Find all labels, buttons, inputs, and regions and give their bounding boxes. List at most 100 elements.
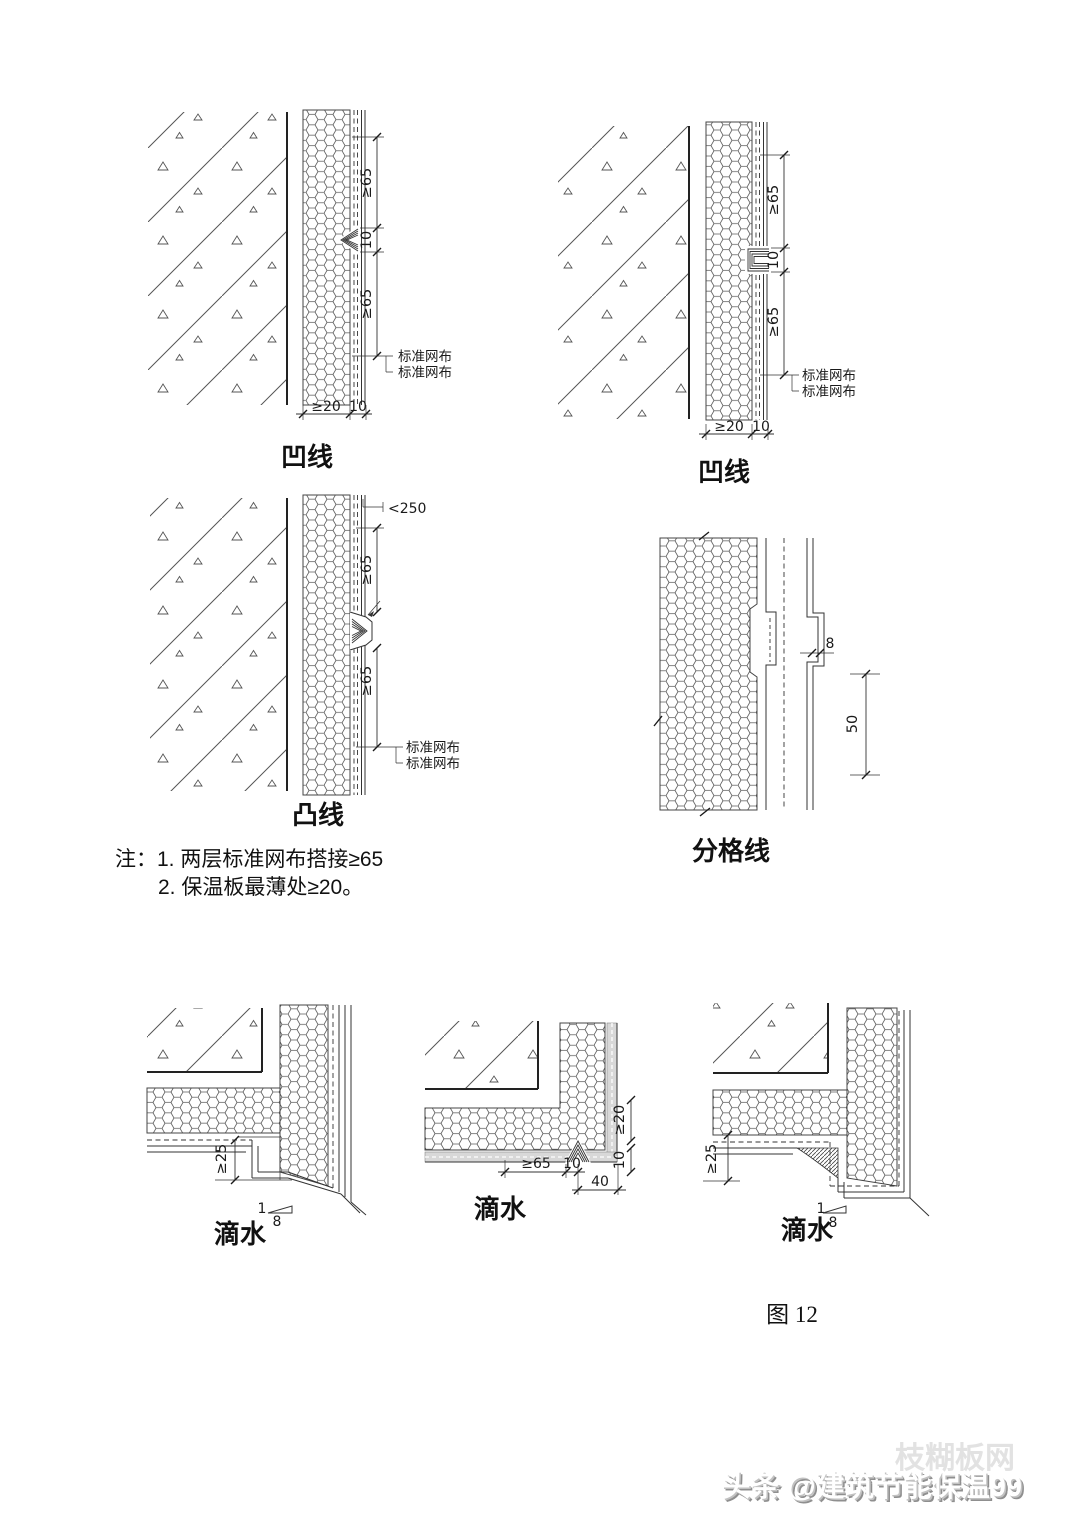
insulation-board-horizontal: [712, 1089, 848, 1136]
concrete-slab: [713, 1003, 828, 1073]
dim-label-board: ≥20: [311, 399, 341, 415]
figure-caption: 图 12: [766, 1302, 818, 1327]
extension-lines: [356, 499, 403, 764]
dimension-lines: [498, 1171, 626, 1191]
slope-rise-label: 1: [258, 1201, 267, 1217]
detail-drip-right: ≥25 1 8 滴水: [703, 1003, 930, 1245]
dim-label-top: ≥65: [766, 185, 782, 216]
side-dim-ticks: [626, 1095, 636, 1177]
joint-bump-outline: [349, 611, 373, 651]
concrete-slab: [425, 1021, 538, 1089]
joint-groove-mesh: [747, 248, 769, 272]
finish-coat-wrap: [837, 1010, 930, 1217]
dimension-lines: [296, 137, 378, 415]
slope-run-label: 8: [829, 1215, 838, 1231]
dim-label-top: ≥65: [359, 168, 375, 199]
dim-label-lap: ≥65: [521, 1156, 551, 1172]
diagram-caption: 凸线: [292, 800, 344, 830]
dim-label-bottom: ≥65: [766, 307, 782, 338]
diagram-caption: 滴水: [781, 1215, 834, 1245]
depth-dim-ticks: [807, 648, 825, 658]
dimension-ticks: [372, 523, 382, 752]
watermark: 枝糊板网 头条 @建筑节能保温99 头条 @建筑节能保温99 头条 @建筑节能保…: [721, 1442, 1025, 1506]
dim-label-spacing: <250: [388, 501, 426, 517]
slope-triangle: [267, 1205, 293, 1214]
mesh-label-1: 标准网布: [802, 368, 856, 383]
drawing-notes: 注：1. 两层标准网布搭接≥65 2. 保温板最薄处≥20。: [115, 848, 383, 899]
dimension-ticks: [500, 1167, 623, 1195]
dim-label-bottom: ≥65: [359, 289, 375, 320]
mesh-layer-dashed: [353, 110, 358, 405]
joint-arrow-head: [368, 611, 374, 617]
insulation-board-vertical: [279, 1004, 329, 1187]
diagram-caption: 分格线: [692, 836, 770, 866]
finish-coat-left: [713, 1147, 797, 1155]
detail-convex-line: <250 ≥65 ≥65 标准网布 标准网布 凸线: [150, 494, 460, 830]
dim-label-edge: ≥25: [214, 1144, 230, 1175]
dim-label-width: 40: [591, 1174, 609, 1190]
mesh-label-2: 标准网布: [398, 365, 452, 380]
concrete-wall: [558, 126, 688, 419]
finish-coat-line-2: [812, 538, 825, 810]
slope-triangle: [822, 1205, 847, 1214]
joint-bump-mesh: [351, 618, 368, 644]
insulation-board: [659, 537, 758, 811]
width-dim-ticks: [861, 669, 871, 780]
watermark-faint-text: 枝糊板网: [895, 1442, 1015, 1475]
note-line-2: 2. 保温板最薄处≥20。: [158, 876, 363, 899]
dim-label-coat: 10: [752, 419, 770, 435]
dim-label-board: ≥20: [612, 1105, 628, 1136]
dimension-lines: [699, 155, 785, 435]
insulation-board-horizontal: [146, 1087, 281, 1134]
break-marks: [653, 531, 711, 817]
diagram-caption: 滴水: [214, 1219, 267, 1249]
concrete-wall: [148, 112, 286, 405]
mesh-layer-dashed: [353, 495, 358, 795]
width-dim-ends: [850, 673, 880, 776]
joint-arrow-line: [367, 600, 381, 616]
detail-division-line: 8 50 分格线: [653, 531, 880, 866]
mesh-label-1: 标准网布: [398, 349, 452, 364]
mesh-label-1: 标准网布: [406, 740, 460, 755]
insulation-board-l: [424, 1022, 606, 1151]
joint-groove-mesh: [340, 228, 359, 252]
base-coat-line: [765, 538, 777, 810]
dim-label-board: ≥20: [714, 419, 744, 435]
detail-drip-left: ≥25 1 8 滴水: [146, 1004, 367, 1249]
dim-label-width: 50: [845, 715, 861, 733]
dim-label-top: ≥65: [359, 555, 375, 586]
detail-concave-line-right: ≥65 10 ≥65 ≥20 10 标准网布 标准网布 凹线: [558, 121, 856, 487]
finish-coat-line-1: [806, 538, 819, 810]
detail-concave-line-left: ≥65 10 ≥65 ≥20 10 标准网布 标准网布 凹线: [148, 109, 452, 472]
extension-lines: [215, 1136, 292, 1181]
edge-dim-ticks: [723, 1130, 733, 1186]
dim-label-coat: 10: [349, 399, 367, 415]
extension-lines: [302, 136, 393, 420]
mesh-label-2: 标准网布: [802, 384, 856, 399]
insulation-board: [302, 109, 351, 406]
dim-label-coat: 10: [612, 1151, 628, 1169]
dim-label-edge: ≥25: [704, 1144, 720, 1175]
joint-groove-cut: [745, 246, 769, 274]
dim-label-bottom: ≥65: [359, 666, 375, 697]
slope-rise-label: 1: [817, 1201, 826, 1217]
insulation-board: [302, 494, 351, 796]
finish-strip-right: [606, 1022, 618, 1163]
diagram-caption: 滴水: [474, 1194, 527, 1224]
concrete-slab: [147, 1008, 262, 1072]
detail-drip-middle: ≥65 10 40 ≥20 10 滴水: [424, 1021, 636, 1224]
watermark-shadow-text-2: 头条 @建筑节能保温99: [723, 1472, 1024, 1505]
extension-lines: [504, 1160, 619, 1195]
concrete-wall: [150, 498, 286, 791]
slab-face-lines: [713, 1003, 829, 1074]
dim-label-joint: 10: [359, 231, 375, 249]
dim-label-depth: 8: [826, 636, 835, 652]
watermark-shadow-text: 头条 @建筑节能保温99: [724, 1473, 1025, 1506]
note-line-1: 注：1. 两层标准网布搭接≥65: [115, 848, 383, 871]
edge-dim-ticks: [230, 1135, 240, 1185]
dimension-ticks: [701, 150, 789, 439]
slab-face-lines: [425, 1021, 539, 1090]
slope-run-label: 8: [273, 1214, 282, 1230]
slab-face-lines: [147, 1008, 263, 1073]
